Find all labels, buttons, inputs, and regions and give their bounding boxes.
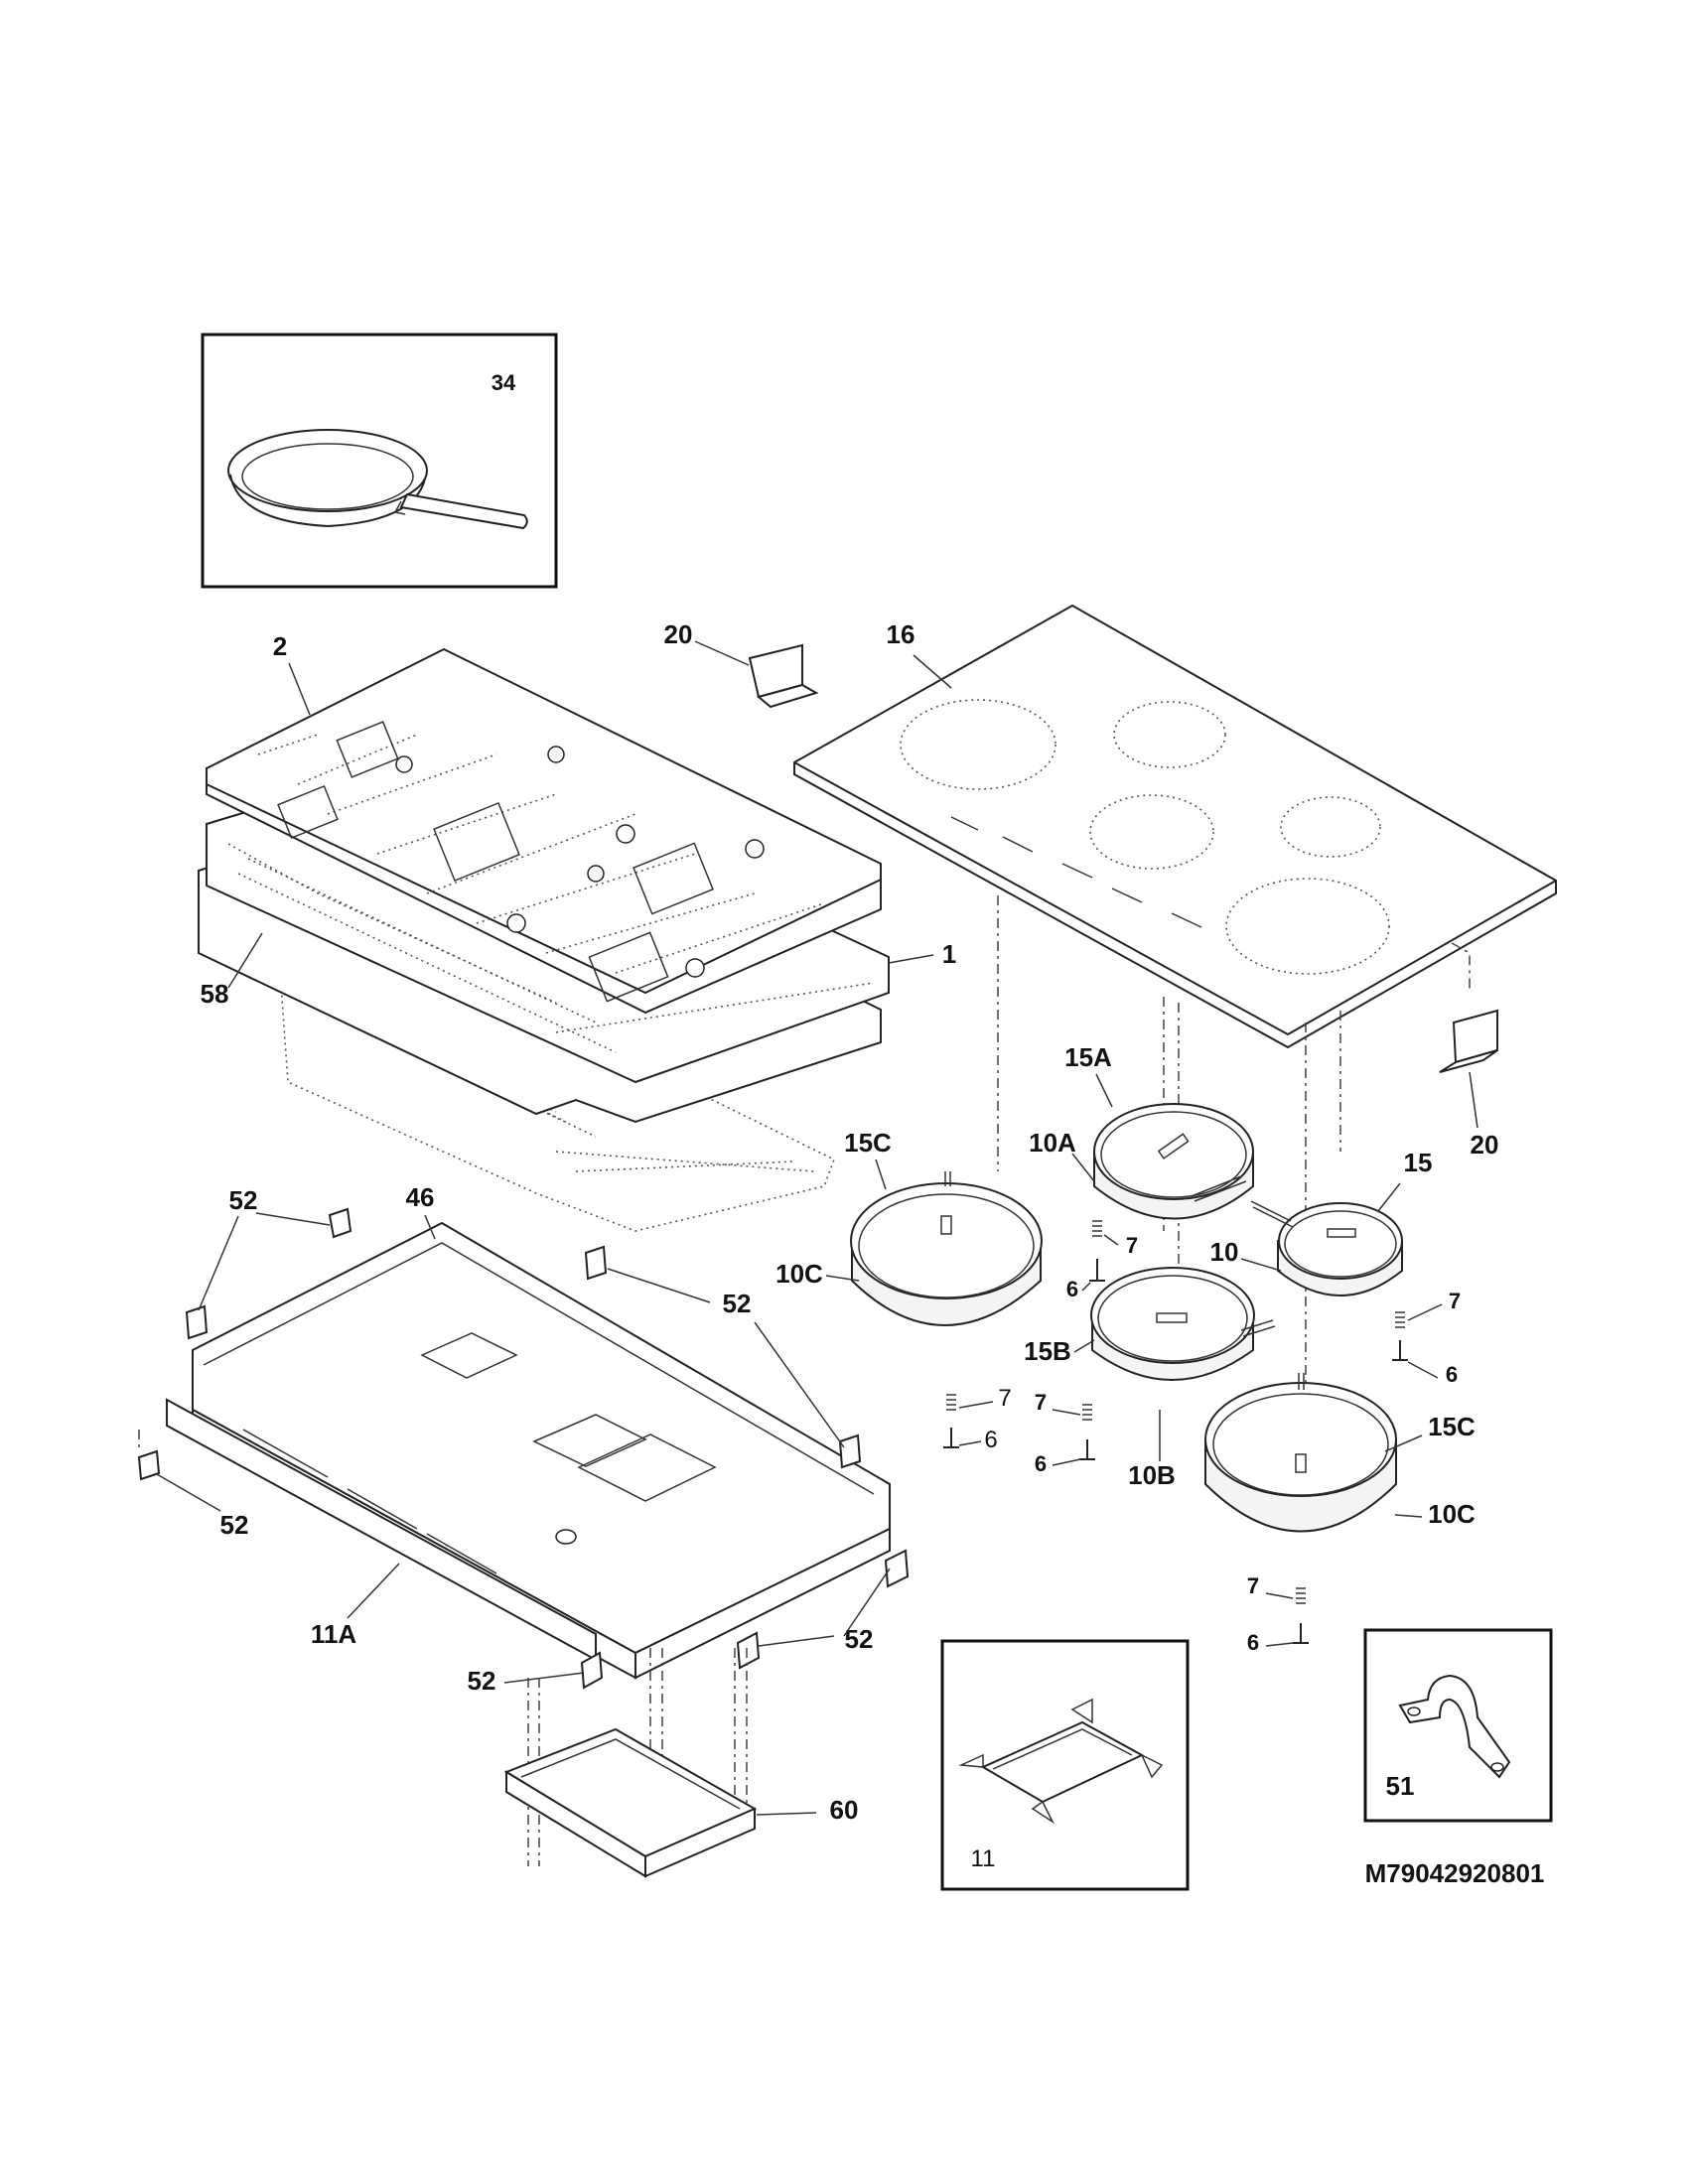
- screw-6-b-label: 6: [1446, 1362, 1458, 1387]
- cooktop-box: [137, 1207, 910, 1866]
- insulation-stack: [198, 647, 890, 1232]
- box-46-label: 46: [406, 1182, 435, 1212]
- element-15c-right-label: 15C: [1428, 1412, 1476, 1441]
- element-right: [1204, 1373, 1397, 1533]
- control-bracket-top-label: 20: [664, 619, 693, 649]
- spring-7-b-label: 7: [1449, 1289, 1461, 1313]
- bracket-right-label: 20: [1471, 1130, 1499, 1160]
- clamp-51-inset: [1363, 1628, 1553, 1823]
- element-10c-left-label: 10C: [775, 1259, 823, 1289]
- element-15a-label: 15A: [1064, 1042, 1112, 1072]
- bracket-right: [1439, 1009, 1498, 1073]
- element-15b: [1090, 1267, 1276, 1381]
- springs-and-screws: [943, 1220, 1408, 1644]
- element-left: [850, 1171, 1043, 1326]
- bracket-11-label: 11: [971, 1845, 996, 1872]
- clamp-51-label: 51: [1386, 1771, 1415, 1801]
- spring-7-c-label: 7: [998, 1385, 1011, 1412]
- pan-label: 34: [492, 370, 516, 395]
- element-15: [1250, 1200, 1403, 1297]
- insulation-bottom-label: 58: [201, 979, 229, 1009]
- element-10-label: 10: [1210, 1237, 1239, 1267]
- diagram-id: M79042920801: [1365, 1858, 1545, 1888]
- front-panel-label: 11A: [311, 1619, 356, 1649]
- screw-6-a-label: 6: [1066, 1277, 1078, 1301]
- clip-52-bm-label: 52: [468, 1666, 496, 1696]
- tray-label: 60: [830, 1795, 859, 1825]
- element-10c-right-label: 10C: [1428, 1499, 1476, 1529]
- clip-52-tl-label: 52: [229, 1185, 258, 1215]
- clip-52-l-label: 52: [220, 1510, 249, 1540]
- element-10b-label: 10B: [1128, 1460, 1176, 1490]
- clip-52-tm-label: 52: [723, 1289, 752, 1318]
- spring-7-a-label: 7: [1126, 1233, 1138, 1258]
- pan-inset: 34: [201, 333, 558, 589]
- tray: [503, 1727, 758, 1878]
- spring-7-d-label: 7: [1035, 1390, 1047, 1415]
- screw-6-d-label: 6: [1035, 1451, 1047, 1476]
- element-15-label: 15: [1404, 1148, 1433, 1177]
- glass-cooktop-label: 16: [887, 619, 915, 649]
- screw-6-e-label: 6: [1247, 1630, 1259, 1655]
- element-15a: [1093, 1103, 1254, 1220]
- insulation-mid-label: 1: [942, 939, 956, 969]
- spring-7-e-label: 7: [1247, 1573, 1259, 1598]
- bracket-11-inset: [940, 1639, 1190, 1891]
- control-bracket-top: [748, 643, 819, 709]
- glass-cooktop: [793, 604, 1557, 1049]
- element-15b-label: 15B: [1024, 1336, 1071, 1366]
- element-15c-left-label: 15C: [844, 1128, 892, 1158]
- insulation-top-label: 2: [273, 631, 287, 661]
- element-10a-label: 10A: [1029, 1128, 1076, 1158]
- screw-6-c-label: 6: [984, 1427, 997, 1453]
